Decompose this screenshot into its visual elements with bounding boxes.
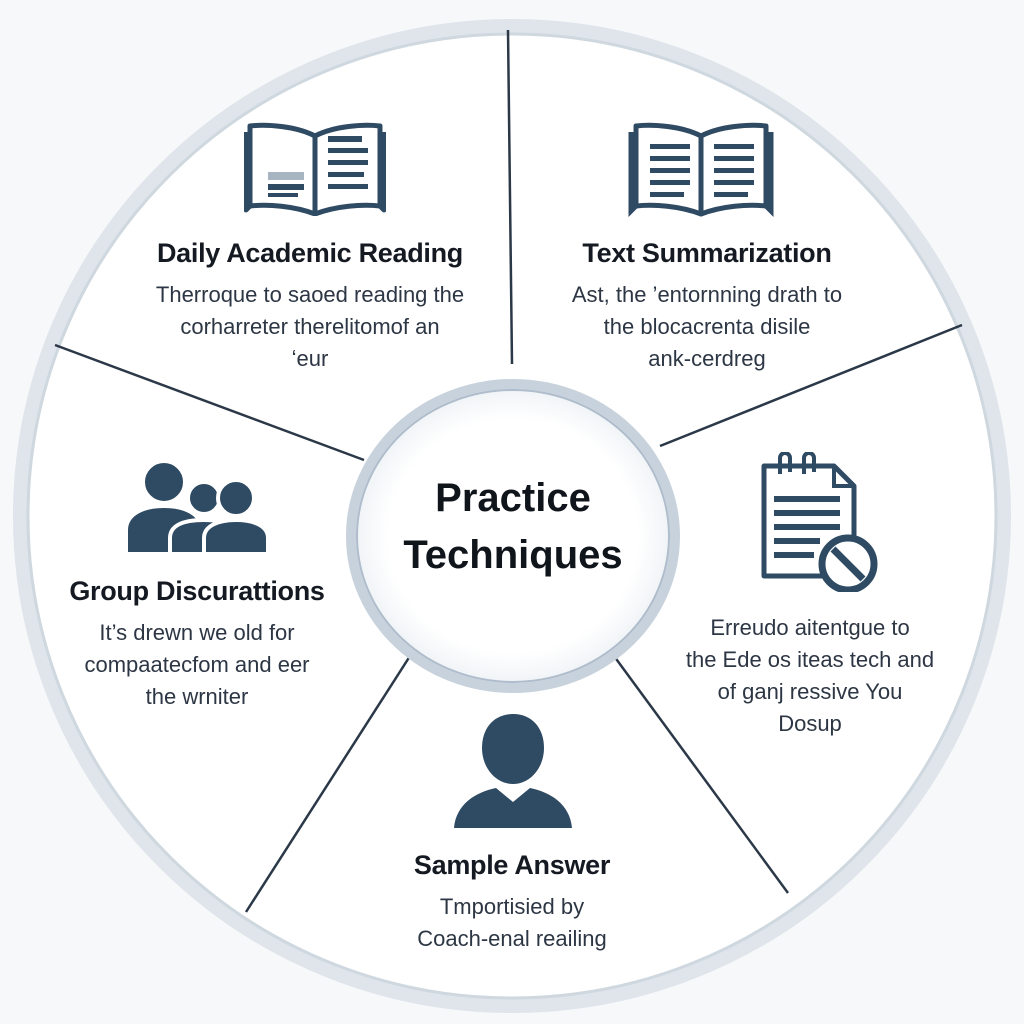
center-title-line-2: Techniques — [403, 533, 623, 577]
segment-right-notes: Erreudo aitentgue to the Ede os iteas te… — [660, 612, 960, 740]
segment-text-line: the Ede os iteas tech and — [685, 647, 935, 672]
segment-text-line: ank-cerdreg — [648, 346, 766, 371]
segment-text-line: the blocacrenta disile — [603, 314, 811, 339]
segment-title: Daily Academic Reading — [156, 238, 463, 268]
center-title-line-1: Practice — [435, 476, 591, 520]
notepad-blocked-icon — [761, 452, 878, 592]
open-book-icon — [244, 122, 386, 216]
segment-text-line: compaatecfom and eer — [84, 652, 310, 677]
segment-text-line: Dosup — [778, 711, 842, 736]
segment-text-line: It’s drewn we old for — [99, 620, 295, 645]
segment-title: Group Discurattions — [69, 576, 325, 606]
segment-text-line: Therroque to saoed reading the — [155, 282, 465, 307]
segment-title: Sample Answer — [413, 850, 611, 880]
segment-text-summarization: Text Summarization Ast, the ’entornning … — [530, 238, 884, 375]
segment-group-discurattions: Group Discurattions It’s drewn we old fo… — [52, 576, 342, 713]
segment-daily-academic-reading: Daily Academic Reading Therroque to saoe… — [130, 238, 490, 375]
hub-circle — [356, 389, 670, 683]
divider-upper-left — [54, 343, 365, 462]
outer-ring-shadow — [13, 19, 1011, 1013]
segment-text-line: the wrniter — [145, 684, 249, 709]
segment-text-line: ʻeur — [291, 346, 329, 371]
segment-text-line: of ganj ressive You — [717, 679, 903, 704]
open-book-icon — [628, 122, 774, 218]
divider-lower-left — [244, 655, 412, 913]
group-icon — [124, 459, 270, 556]
segment-text-line: Coach-enal reailing — [417, 926, 607, 951]
segment-title: Text Summarization — [582, 238, 832, 268]
segment-text-line: Erreudo aitentgue to — [710, 615, 910, 640]
segment-text-line: Tmportisied by — [439, 894, 585, 919]
segment-sample-answer: Sample Answer Tmportisied by Coach-enal … — [362, 850, 662, 955]
divider-lower-right — [612, 655, 790, 894]
person-icon — [454, 714, 572, 828]
divider-top — [506, 29, 514, 365]
segment-text-line: corharreter therelitomof an — [180, 314, 440, 339]
hub-ring — [346, 379, 680, 693]
segment-text-line: Ast, the ’entornning drath to — [571, 282, 843, 307]
divider-upper-right — [659, 323, 963, 448]
